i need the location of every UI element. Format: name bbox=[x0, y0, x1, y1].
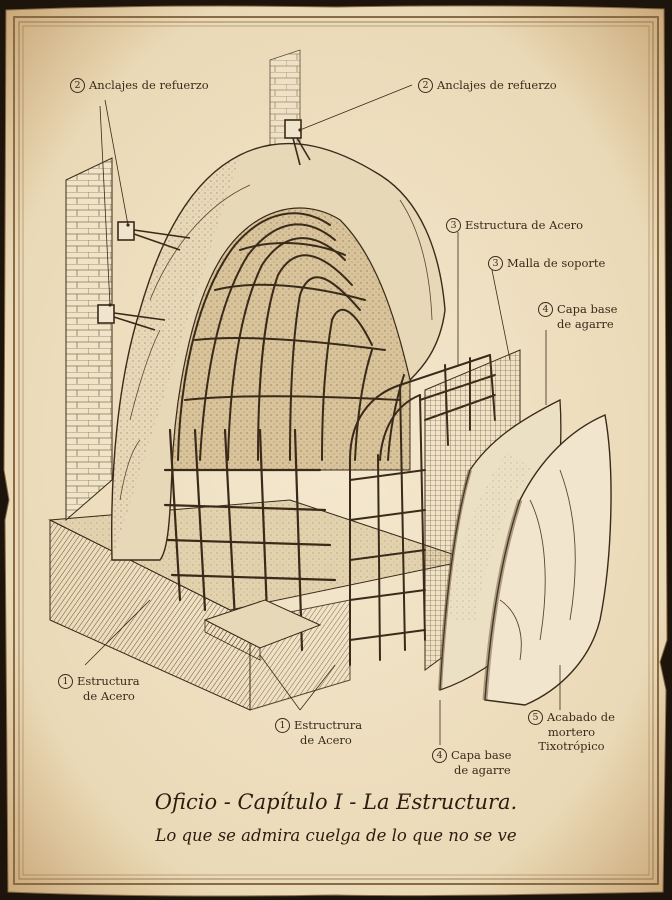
label-number: 4 bbox=[432, 748, 447, 763]
label-text: de Acero bbox=[300, 733, 352, 747]
label-text: de agarre bbox=[454, 763, 511, 777]
leader-lines bbox=[84, 84, 561, 745]
footing-pad bbox=[203, 599, 322, 661]
label-number: 2 bbox=[70, 78, 85, 93]
label-number: 5 bbox=[528, 710, 543, 725]
label-number: 3 bbox=[488, 256, 503, 271]
label-text: Capa base bbox=[557, 302, 618, 316]
label-estructura-acero-top: 3 Estructura de Acero bbox=[446, 218, 583, 233]
label-text: Anclajes de refuerzo bbox=[89, 78, 209, 92]
label-capa-base-top: 4 Capa base de agarre bbox=[538, 302, 617, 331]
ornamental-border bbox=[13, 16, 659, 885]
label-estructura-left: 1 Estructura de Acero bbox=[58, 674, 140, 703]
rebar-arch-cage bbox=[349, 354, 496, 666]
label-text: Acabado de bbox=[547, 710, 615, 724]
page-title: Oficio - Capítulo I - La Estructura. bbox=[154, 790, 518, 814]
rock-shell bbox=[111, 142, 446, 561]
label-text: Estructura bbox=[77, 674, 140, 688]
label-acabado-mortero: 5 Acabado de mortero Tixotrópico bbox=[528, 710, 615, 753]
rebar-column-left bbox=[163, 428, 337, 652]
label-estructura-bottom: 1 Estructrura de Acero bbox=[275, 718, 362, 747]
label-text: de agarre bbox=[557, 317, 614, 331]
label-text: Malla de soporte bbox=[507, 256, 606, 270]
label-number: 2 bbox=[418, 78, 433, 93]
anchors bbox=[97, 119, 311, 331]
label-number: 1 bbox=[58, 674, 73, 689]
label-malla-soporte: 3 Malla de soporte bbox=[488, 256, 605, 271]
label-capa-base-bottom: 4 Capa base de agarre bbox=[432, 748, 511, 777]
leader-dots bbox=[108, 128, 302, 307]
label-number: 3 bbox=[446, 218, 461, 233]
label-text: Estructura de Acero bbox=[465, 218, 584, 232]
label-text: mortero bbox=[547, 725, 596, 739]
label-text: Anclajes de refuerzo bbox=[437, 78, 557, 92]
label-text: Estructrura bbox=[294, 718, 363, 732]
label-number: 1 bbox=[275, 718, 290, 733]
label-text: Tixotrópico bbox=[538, 739, 605, 753]
base-layer-slab bbox=[438, 398, 562, 691]
page-subtitle: Lo que se admira cuelga de lo que no se … bbox=[155, 826, 517, 845]
mortar-finish-slab bbox=[482, 414, 612, 706]
label-number: 4 bbox=[538, 302, 553, 317]
label-anclajes-right: 2 Anclajes de refuerzo bbox=[418, 78, 557, 93]
label-text: de Acero bbox=[83, 689, 135, 703]
label-text: Capa base bbox=[451, 748, 512, 762]
label-anclajes-left: 2 Anclajes de refuerzo bbox=[70, 78, 209, 93]
